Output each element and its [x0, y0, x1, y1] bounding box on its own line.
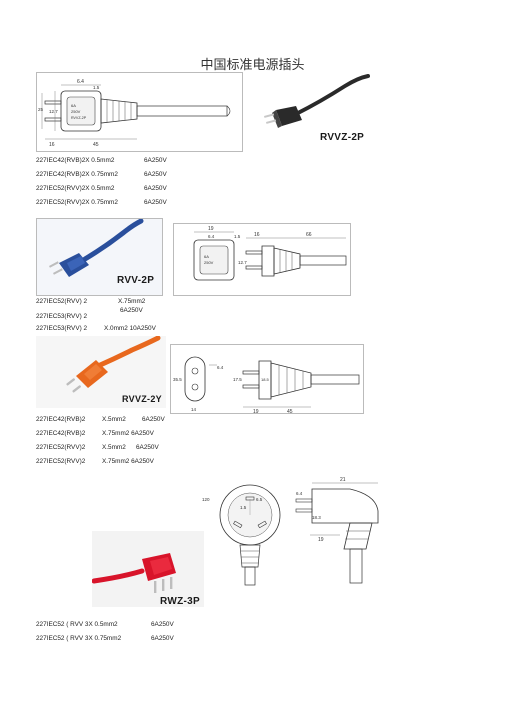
- photo-label: RVVZ-2P: [320, 132, 365, 143]
- spec-size: 6A250V: [120, 307, 143, 314]
- dim-label: 17.5: [233, 377, 242, 382]
- dim-label: 18.3: [312, 515, 321, 520]
- dim-label: 12.7: [238, 260, 247, 265]
- section4-drawing: 21 120 6.5 1.5 6.4 18.3 19: [200, 475, 382, 587]
- spec-row: 227IEC42(RVB)2 X.75mm2 6A250V: [36, 430, 165, 444]
- spec-size: X.75mm2 6A250V: [102, 458, 154, 465]
- spec-row: 227IEC42(RVB)2X 0.75mm2 6A250V: [36, 171, 167, 185]
- spec-code: 227IEC52 ( RVV 3X 0.5mm2: [36, 621, 118, 628]
- dim-label: 1.5: [234, 234, 241, 239]
- spec-code: 227IEC42(RVB)2X 0.75mm2: [36, 171, 118, 178]
- section2-photo: RVV-2P: [36, 218, 163, 296]
- spec-rating: 6A250V: [144, 185, 167, 192]
- spec-size: X.5mm2: [102, 416, 126, 423]
- spec-rating: 6A250V: [144, 199, 167, 206]
- section1-drawing: 6.4 1.5 25 12.7 16 45 6A 250V RVVZ-2P: [36, 72, 243, 152]
- dim-label: 6.5: [256, 497, 263, 502]
- dim-label: 19: [318, 537, 324, 543]
- spec-row: 227IEC52(RVV)2 X.5mm2 6A250V: [36, 444, 165, 458]
- section4-spec-list: 227IEC52 ( RVV 3X 0.5mm2 6A250V 227IEC52 …: [36, 621, 174, 649]
- dim-label: 45: [287, 409, 293, 415]
- spec-code: 227IEC52(RVV)2: [36, 458, 86, 465]
- spec-rating: 6A250V: [136, 444, 159, 451]
- spec-row: 227IEC53(RVV) 2 X.0mm2 10A250V: [36, 325, 156, 335]
- dim-label: 16: [49, 142, 55, 148]
- dim-label: 120: [202, 497, 210, 502]
- spec-code: 227IEC52(RVV)2X 0.5mm2: [36, 185, 115, 192]
- dim-label: 66: [306, 232, 312, 238]
- spec-size: X.75mm2: [118, 298, 146, 305]
- spec-row: 227IEC42(RVB)2 X.5mm2 6A250V: [36, 416, 165, 430]
- spec-row: 227IEC52(RVV)2X 0.75mm2 6A250V: [36, 199, 167, 213]
- dim-label: 6.4: [208, 234, 215, 239]
- spec-row: 227IEC53(RVV) 2: [36, 313, 156, 325]
- dim-label: 45: [93, 142, 99, 148]
- dim-label: 16: [254, 232, 260, 238]
- section2-drawing: 19 6.4 1.5 16 66 12.7 6A 250V: [173, 223, 351, 296]
- section1-photo: RVVZ-2P: [250, 72, 375, 152]
- section3-photo: RVVZ-2Y: [36, 335, 166, 408]
- dim-label: 1.5: [93, 85, 100, 90]
- spec-code: 227IEC42(RVB)2X 0.5mm2: [36, 157, 115, 164]
- dim-label: 6.4: [77, 79, 84, 85]
- spec-code: 227IEC52(RVV)2X 0.75mm2: [36, 199, 118, 206]
- dim-label: 19: [208, 226, 214, 232]
- dim-label: 18.5: [261, 377, 270, 382]
- spec-rating: 6A250V: [151, 621, 174, 628]
- spec-rating: 6A250V: [144, 157, 167, 164]
- spec-row: 227IEC52(RVV)2X 0.5mm2 6A250V: [36, 185, 167, 199]
- photo-label: RWZ-3P: [160, 596, 200, 607]
- face-text: 250V: [204, 260, 214, 265]
- dim-label: 19: [253, 409, 259, 415]
- section2-spec-list: 227IEC52(RVV) 2 X.75mm2 6A250V 227IEC53(R…: [36, 298, 156, 335]
- spec-code: 227IEC52 ( RVV 3X 0.75mm2: [36, 635, 122, 642]
- spec-code: 227IEC53(RVV) 2: [36, 325, 88, 332]
- face-text: RVVZ-2P: [71, 116, 87, 120]
- spec-rating: 6A250V: [144, 171, 167, 178]
- spec-code: 227IEC52(RVV) 2: [36, 298, 88, 305]
- section4-photo: [91, 531, 204, 607]
- spec-row: 6A250V: [36, 307, 156, 314]
- spec-row: 227IEC52 ( RVV 3X 0.5mm2 6A250V: [36, 621, 174, 635]
- spec-row: 227IEC52(RVV)2 X.75mm2 6A250V: [36, 458, 165, 472]
- face-text: 6A: [204, 254, 209, 259]
- spec-code: 227IEC53(RVV) 2: [36, 313, 88, 320]
- spec-row: 227IEC52(RVV) 2 X.75mm2: [36, 298, 156, 307]
- spec-size: X.75mm2 6A250V: [102, 430, 154, 437]
- spec-size: X.5mm2: [102, 444, 126, 451]
- photo-label: RVV-2P: [117, 275, 155, 286]
- spec-code: 227IEC52(RVV)2: [36, 444, 86, 451]
- dim-label: 6.4: [296, 491, 303, 496]
- dim-label: 14: [191, 407, 197, 412]
- spec-code: 227IEC42(RVB)2: [36, 430, 86, 437]
- photo-label: RVVZ-2Y: [122, 394, 162, 404]
- spec-row: 227IEC52 ( RVV 3X 0.75mm2 6A250V: [36, 635, 174, 649]
- section3-drawing: 35.5 6.4 14 17.5 18.5 19 45: [170, 344, 364, 415]
- face-text: 250V: [71, 109, 81, 114]
- dim-label: 6.4: [217, 365, 224, 370]
- dim-label: 25: [38, 107, 44, 112]
- dim-label: 1.5: [240, 505, 247, 510]
- spec-rating: 6A250V: [151, 635, 174, 642]
- dim-label: 21: [340, 477, 346, 483]
- section1-spec-list: 227IEC42(RVB)2X 0.5mm2 6A250V 227IEC42(RV…: [36, 157, 167, 213]
- spec-size: X.0mm2 10A250V: [104, 325, 156, 332]
- dim-label: 12.7: [49, 109, 58, 114]
- dim-label: 35.5: [173, 377, 182, 382]
- spec-code: 227IEC42(RVB)2: [36, 416, 86, 423]
- spec-rating: 6A250V: [142, 416, 165, 423]
- spec-row: 227IEC42(RVB)2X 0.5mm2 6A250V: [36, 157, 167, 171]
- page-title: 中国标准电源插头: [200, 58, 305, 73]
- face-text: 6A: [71, 103, 76, 108]
